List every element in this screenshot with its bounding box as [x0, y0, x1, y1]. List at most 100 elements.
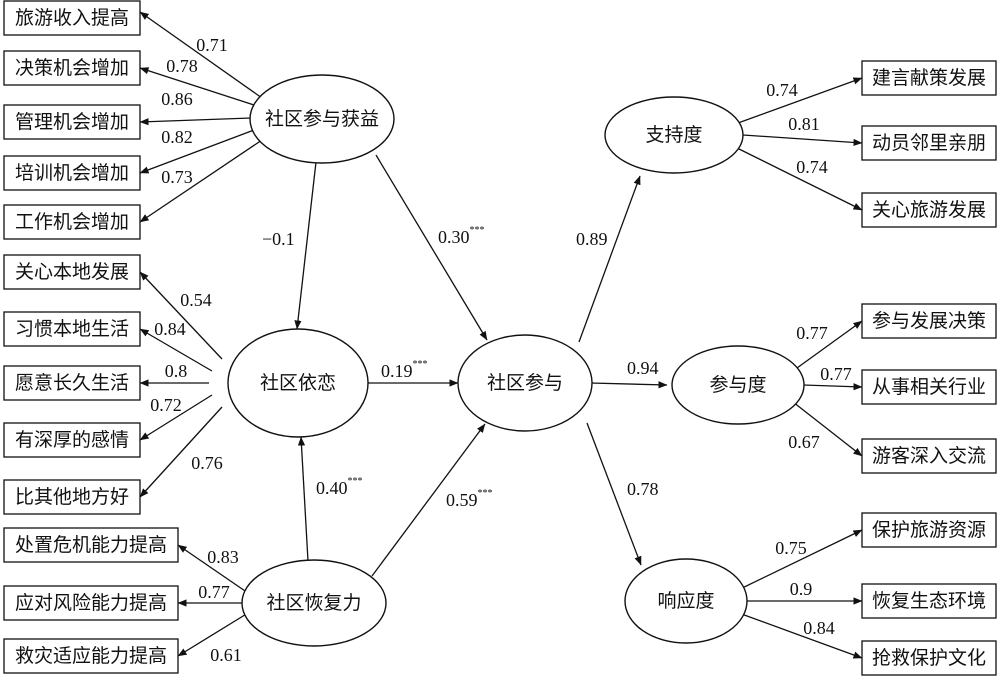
indicator-label: 处置危机能力提高: [15, 534, 167, 556]
indicator-box: 参与发展决策: [861, 303, 997, 339]
loading-label: 0.77: [198, 582, 230, 602]
support-indicators: 建言献策发展 动员邻里亲朋 关心旅游发展: [861, 60, 997, 228]
loading-label: 0.73: [161, 167, 193, 187]
loading-label: 0.72: [150, 395, 182, 415]
response-loading-arrows: [735, 529, 863, 659]
construct-participation: 社区参与: [457, 334, 593, 432]
path-coefficient-labels: −0.1 0.30*** 0.19*** 0.40*** 0.59*** 0.8…: [262, 225, 659, 511]
loading-label: 0.78: [166, 56, 198, 76]
indicator-label: 比其他地方好: [15, 486, 129, 508]
loading-label: 0.81: [788, 114, 820, 134]
construct-label: 参与度: [709, 374, 766, 396]
indicator-box: 恢复生态环境: [861, 583, 997, 619]
indicator-box: 应对风险能力提高: [3, 585, 179, 621]
response-loading-labels: 0.75 0.9 0.84: [775, 538, 835, 638]
loading-label: 0.86: [161, 89, 193, 109]
indicator-box: 抢救保护文化: [861, 640, 997, 676]
construct-support: 支持度: [604, 96, 744, 174]
indicator-label: 保护旅游资源: [872, 519, 986, 541]
indicator-label: 培训机会增加: [15, 162, 129, 184]
indicator-box: 决策机会增加: [3, 50, 141, 86]
benefit-indicators: 旅游收入提高 决策机会增加 管理机会增加 培训机会增加 工作机会增加: [3, 0, 141, 240]
indicator-box: 保护旅游资源: [861, 512, 997, 548]
indicator-box: 从事相关行业: [861, 369, 997, 405]
construct-involvement: 参与度: [671, 345, 805, 425]
construct-label: 社区参与获益: [265, 108, 379, 130]
resilience-loading-arrows: [177, 544, 249, 657]
structural-path-arrows: [294, 154, 668, 577]
indicator-box: 培训机会增加: [3, 155, 141, 191]
support-loading-arrows: [734, 77, 863, 211]
loading-label: 0.75: [775, 538, 807, 558]
path-coefficient: 0.94: [627, 358, 659, 378]
indicator-box: 建言献策发展: [861, 60, 997, 96]
loading-label: 0.82: [161, 127, 193, 147]
construct-resilience: 社区恢复力: [241, 559, 387, 647]
resilience-loading-labels: 0.83 0.77 0.61: [198, 547, 242, 665]
indicator-box: 游客深入交流: [861, 438, 997, 474]
loading-label: 0.67: [788, 432, 820, 452]
loading-label: 0.9: [790, 579, 813, 599]
loading-label: 0.54: [180, 290, 212, 310]
construct-label: 社区参与: [487, 372, 563, 394]
loading-label: 0.77: [820, 364, 852, 384]
loading-label: 0.84: [154, 319, 186, 339]
path-coefficient: 0.30***: [438, 225, 485, 248]
indicator-box: 关心本地发展: [3, 254, 141, 290]
indicator-label: 从事相关行业: [872, 376, 986, 398]
involvement-loading-labels: 0.77 0.77 0.67: [788, 323, 852, 452]
benefit-loading-labels: 0.71 0.78 0.86 0.82 0.73: [161, 35, 228, 187]
benefit-loading-arrows: [139, 11, 263, 223]
support-loading-labels: 0.74 0.81 0.74: [766, 80, 828, 177]
loading-label: 0.83: [207, 547, 239, 567]
response-indicators: 保护旅游资源 恢复生态环境 抢救保护文化: [861, 512, 997, 676]
indicator-label: 管理机会增加: [15, 111, 129, 133]
indicator-label: 恢复生态环境: [872, 590, 986, 612]
indicator-box: 救灾适应能力提高: [3, 638, 179, 674]
indicator-label: 救灾适应能力提高: [15, 645, 167, 667]
loading-label: 0.76: [191, 453, 223, 473]
attachment-loading-arrows: [139, 271, 223, 498]
path-coefficient: −0.1: [262, 229, 295, 249]
indicator-label: 抢救保护文化: [872, 647, 986, 669]
construct-label: 响应度: [657, 590, 714, 612]
indicator-label: 习惯本地生活: [15, 318, 129, 340]
construct-label: 支持度: [645, 124, 702, 146]
indicator-box: 比其他地方好: [3, 479, 141, 515]
loading-label: 0.74: [796, 157, 828, 177]
loading-label: 0.84: [803, 618, 835, 638]
indicator-label: 决策机会增加: [15, 57, 129, 79]
indicator-box: 处置危机能力提高: [3, 527, 179, 563]
indicator-label: 旅游收入提高: [15, 7, 129, 29]
construct-response: 响应度: [624, 558, 748, 644]
attachment-loading-labels: 0.54 0.84 0.8 0.72 0.76: [150, 290, 223, 473]
indicator-label: 工作机会增加: [15, 211, 129, 233]
indicator-label: 游客深入交流: [872, 445, 986, 467]
indicator-label: 应对风险能力提高: [15, 592, 167, 614]
involvement-loading-arrows: [792, 320, 863, 457]
attachment-indicators: 关心本地发展 习惯本地生活 愿意长久生活 有深厚的感情 比其他地方好: [3, 254, 141, 515]
resilience-indicators: 处置危机能力提高 应对风险能力提高 救灾适应能力提高: [3, 527, 179, 674]
construct-label: 社区依恋: [260, 372, 336, 394]
indicator-box: 旅游收入提高: [3, 0, 141, 36]
indicator-box: 习惯本地生活: [3, 311, 141, 347]
path-coefficient: 0.19***: [381, 359, 428, 382]
indicator-box: 管理机会增加: [3, 104, 141, 140]
indicator-label: 参与发展决策: [872, 310, 986, 332]
indicator-box: 愿意长久生活: [3, 365, 141, 401]
indicator-box: 动员邻里亲朋: [861, 125, 997, 161]
indicator-box: 工作机会增加: [3, 204, 141, 240]
loading-label: 0.77: [796, 323, 828, 343]
involvement-indicators: 参与发展决策 从事相关行业 游客深入交流: [861, 303, 997, 474]
loading-label: 0.74: [766, 80, 798, 100]
path-coefficient: 0.40***: [316, 476, 363, 499]
indicator-label: 关心旅游发展: [872, 199, 986, 221]
path-coefficient: 0.59***: [446, 488, 493, 511]
construct-label: 社区恢复力: [266, 592, 361, 614]
indicator-label: 有深厚的感情: [15, 429, 129, 451]
indicator-label: 愿意长久生活: [15, 372, 129, 394]
indicator-label: 关心本地发展: [15, 261, 129, 283]
loading-label: 0.61: [210, 645, 242, 665]
loading-label: 0.71: [196, 35, 228, 55]
